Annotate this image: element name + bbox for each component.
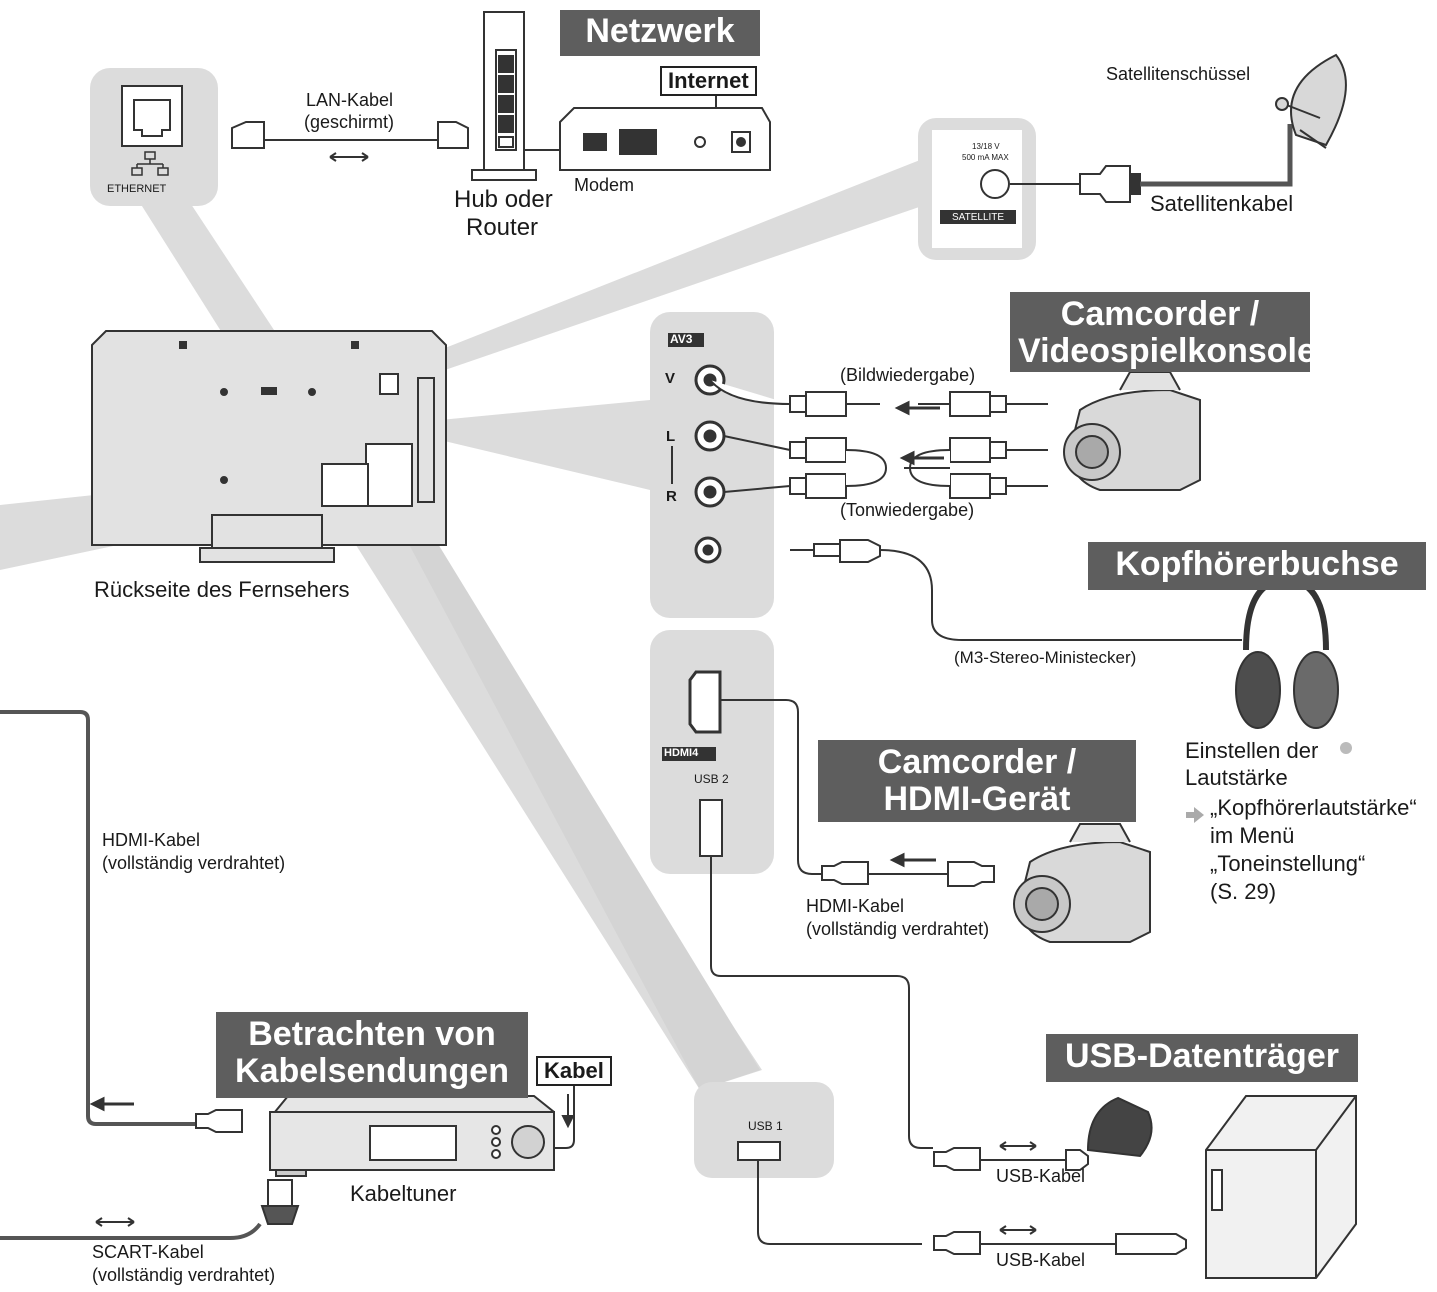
title-usb-storage: USB-Datenträger: [1046, 1034, 1358, 1082]
satellite-spec-1: 13/18 V: [972, 142, 1000, 151]
satellite-spec-2: 500 mA MAX: [962, 153, 1009, 162]
network-icon: [131, 151, 169, 176]
label-cable: Kabel: [536, 1056, 612, 1086]
usb1-panel: [694, 1082, 834, 1178]
tv-back: [91, 330, 447, 563]
hdmi4-label: HDMI4: [664, 747, 699, 759]
modem-label: Modem: [574, 175, 635, 195]
router: [471, 11, 537, 181]
av-panel: [650, 312, 774, 618]
title-network: Netzwerk: [560, 10, 760, 56]
satellite-connector: [980, 169, 1010, 199]
mini-plug-label: (M3-Stereo-Ministecker): [954, 648, 1137, 667]
cable-tuner-label: Kabeltuner: [350, 1181, 457, 1206]
lan-cable-note: (geschirmt): [304, 112, 395, 132]
hdmi-cable-left-label: HDMI-Kabel: [102, 830, 201, 850]
usb2-label: USB 2: [694, 772, 729, 786]
usb-cable-label-1: USB-Kabel: [996, 1166, 1086, 1186]
satellite-dish: [1275, 53, 1347, 149]
scart-cable-label: SCART-Kabel: [92, 1242, 204, 1262]
l-label: L: [666, 428, 676, 445]
title-camcorder-hdmi: Camcorder / HDMI-Gerät: [818, 740, 1136, 822]
volume-note-line3: „Kopfhörerlautstärke“: [1210, 795, 1417, 820]
title-cable-reception: Betrachten von Kabelsendungen: [216, 1012, 528, 1098]
usb-cable-label-2: USB-Kabel: [996, 1250, 1086, 1270]
r-label: R: [666, 488, 677, 505]
usb1-port: [737, 1141, 781, 1161]
title-camcorder-av: Camcorder / Videospielkonsole: [1010, 292, 1316, 372]
lan-cable-label: LAN-Kabel: [306, 90, 394, 110]
hdmi-cable-left-note: (vollständig verdrahtet): [102, 853, 286, 873]
audio-playback-label: (Tonwiedergabe): [840, 500, 975, 520]
usb2-port: [699, 799, 723, 857]
hdmi-cable-right-label: HDMI-Kabel: [806, 896, 905, 916]
headphones: [1235, 576, 1352, 754]
hdmi4-port: [688, 670, 722, 734]
volume-note-line6: (S. 29): [1210, 879, 1277, 904]
headphone-cable: [790, 539, 1242, 641]
ethernet-label: ETHERNET: [107, 183, 167, 195]
satellite-cable-label: Satellitenkabel: [1150, 191, 1294, 216]
video-playback-label: (Bildwiedergabe): [840, 365, 976, 385]
hub-router-line1: Hub oder: [454, 186, 553, 213]
volume-note-line5: „Toneinstellung“: [1210, 851, 1366, 876]
title-headphones: Kopfhörerbuchse: [1088, 542, 1426, 590]
usb-hard-disk: [1205, 1095, 1357, 1279]
satellite-plug: [1079, 165, 1141, 203]
beam-usb: [380, 490, 760, 1090]
av3-label: AV3: [670, 332, 693, 346]
v-label: V: [665, 370, 676, 387]
hdmi-cable-right-note: (vollständig verdrahtet): [806, 919, 990, 939]
volume-note-line1: Einstellen der: [1185, 738, 1319, 763]
usb1-label: USB 1: [748, 1119, 783, 1133]
volume-note-line4: im Menü: [1210, 823, 1295, 848]
beam-av: [440, 400, 650, 490]
modem: [524, 90, 771, 171]
satellite-port-label: SATELLITE: [952, 212, 1005, 223]
beam-satellite: [440, 160, 925, 370]
volume-note-line2: Lautstärke: [1185, 765, 1288, 790]
cable-tuner: [269, 1095, 555, 1177]
hub-router-line2: Router: [466, 214, 539, 241]
lan-cable: [231, 121, 469, 162]
satellite-dish-label: Satellitenschüssel: [1106, 64, 1251, 84]
camcorder-av: [1063, 371, 1201, 491]
tv-back-label: Rückseite des Fernsehers: [94, 577, 350, 602]
scart-cable-note: (vollständig verdrahtet): [92, 1265, 276, 1285]
camcorder-hdmi: [1013, 823, 1151, 943]
label-internet: Internet: [660, 66, 757, 96]
arrow-icon: [1186, 807, 1204, 823]
